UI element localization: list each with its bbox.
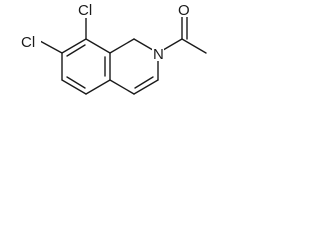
bond-c8a-c1 (109, 38, 135, 54)
bond-c7-c8-inner (66, 44, 86, 57)
bond-c3-c4 (133, 79, 159, 95)
bond-c7-c8 (61, 38, 87, 54)
bond-c3-c4-inner (134, 76, 154, 89)
bond-c7-cl (39, 40, 63, 54)
bond-c4a-c5 (85, 79, 111, 95)
atom-label-cl-left: Cl (21, 34, 35, 51)
atom-label-nitrogen: N (153, 46, 164, 63)
molecule-structure: Cl Cl N O (21, 1, 207, 95)
bond-carbonyl-methyl (181, 38, 207, 54)
benzene-ring (61, 38, 111, 95)
bond-c5-c6 (61, 79, 87, 95)
atom-label-cl-top: Cl (78, 2, 92, 19)
acetyl-group (157, 14, 207, 54)
bond-c5-c6-inner (66, 76, 86, 89)
bond-c4-c4a (109, 79, 135, 95)
chloro-substituents (39, 16, 87, 54)
atom-labels: Cl Cl N O (21, 1, 191, 63)
bond-c8-c8a (85, 38, 111, 54)
atom-label-oxygen: O (178, 2, 190, 19)
heterocyclic-ring (109, 38, 159, 95)
